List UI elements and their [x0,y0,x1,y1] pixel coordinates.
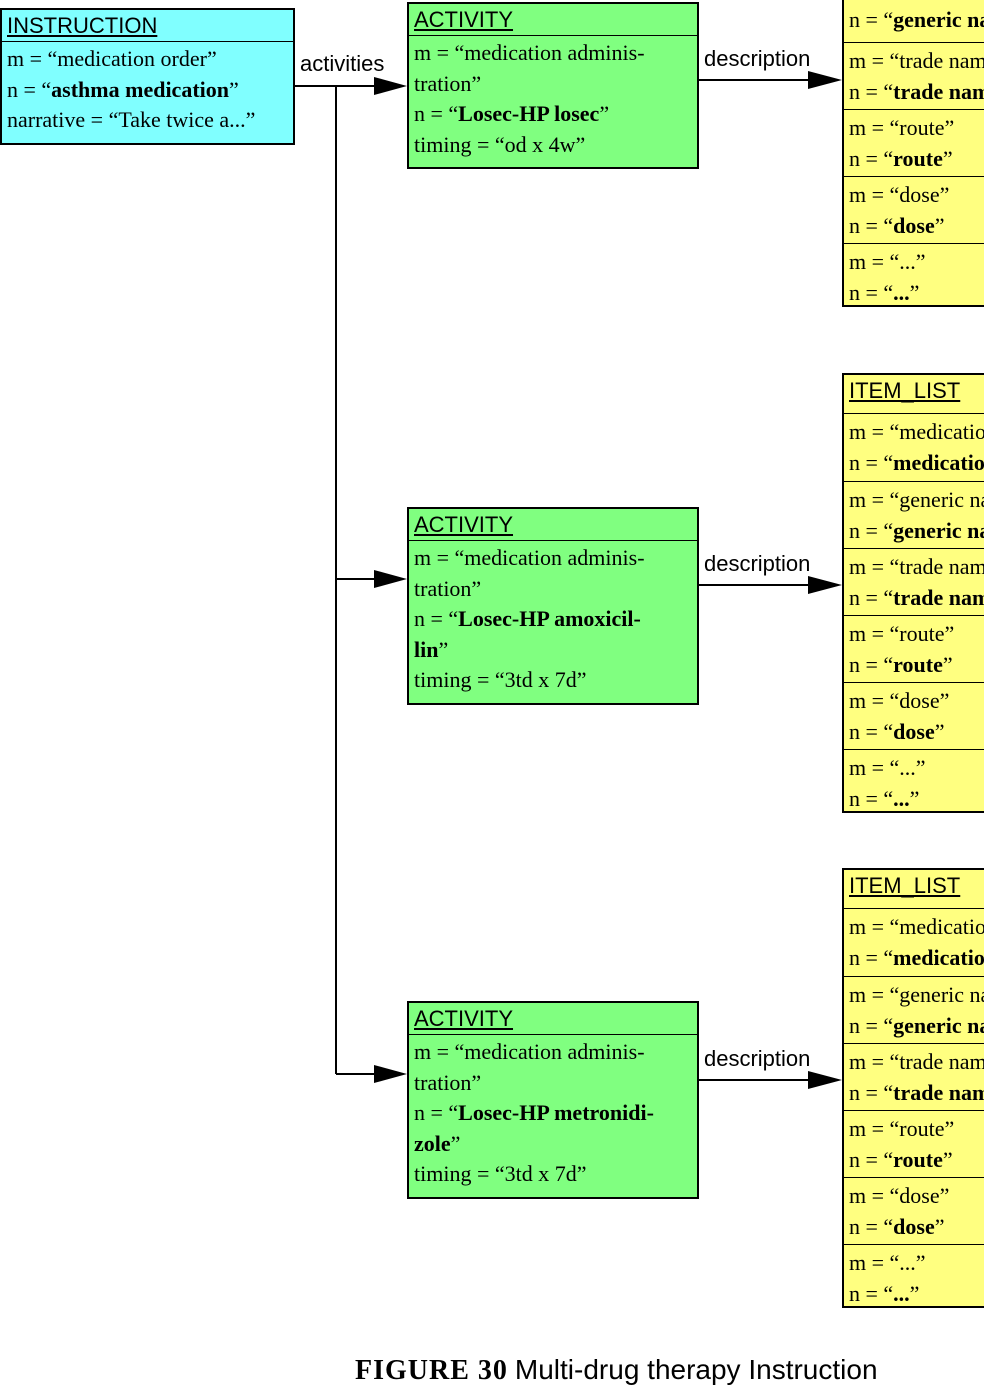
item-m: m = “generic name” [849,982,984,1007]
item-m: m = “trade name” [849,48,984,73]
item-list-row: m = “trade name” n = “trade name” [844,548,984,615]
activity-timing: timing = “3td x 7d” [414,667,587,692]
item-m: m = “...” [849,755,926,780]
item-m: m = “dose” [849,688,950,713]
item-m: m = “route” [849,621,955,646]
item-m: m = “route” [849,1116,955,1141]
activity-header: ACTIVITY [409,1003,697,1035]
item-n: n = “route” [849,146,953,171]
item-n: n = “trade name” [849,1080,984,1105]
item-list-row: n = “generic name [844,0,984,42]
item-m: m = “dose” [849,182,950,207]
item-list-row: m = “medication” n = “medication” [844,414,984,481]
item-m: m = “trade name” [849,1049,984,1074]
item-n: n = “trade name” [849,79,984,104]
activity-n-cont: lin” [414,636,449,662]
item-list-row: m = “dose” n = “dose” [844,1177,984,1244]
item-list-row: m = “trade name” n = “trade name” [844,1043,984,1110]
item-n: n = “route” [849,1147,953,1172]
figure-title: Multi-drug therapy Instruction [514,1354,878,1385]
activity-node-3: ACTIVITY m = “medication adminis- tratio… [407,1001,699,1199]
instruction-n: n = “asthma medication” [7,76,239,102]
item-list-row: m = “...” n = “...” [844,243,984,305]
activity-m-cont: tration” [414,70,482,96]
item-list-row: m = “...” n = “...” [844,749,984,811]
item-n: n = “generic name” [849,518,984,543]
description-label-3: description [704,1046,811,1071]
activity-m-cont: tration” [414,1069,482,1095]
item-n: n = “trade name” [849,585,984,610]
item-n: n = “generic name [849,7,984,32]
item-list-row: m = “route” n = “route” [844,1110,984,1177]
item-m: m = “medication” [849,419,984,444]
item-m: m = “route” [849,115,955,140]
item-m: m = “medication” [849,914,984,939]
item-n: n = “medication” [849,450,984,475]
item-list-header: ITEM_LIST [844,870,984,909]
item-list-row: m = “...” n = “...” [844,1244,984,1306]
item-list-row: m = “route” n = “route” [844,109,984,176]
item-list-node-3: ITEM_LIST m = “medication” n = “medicati… [842,868,984,1308]
activity-n: n = “Losec-HP metronidi- [414,1100,654,1125]
activity-timing: timing = “od x 4w” [414,131,586,157]
activity-m: m = “medication adminis- [414,545,645,570]
item-list-row: m = “medication” n = “medication” [844,909,984,976]
description-label-2: description [704,551,811,576]
item-list-row: m = “dose” n = “dose” [844,176,984,243]
activity-node-1: ACTIVITY m = “medication adminis- tratio… [407,2,699,169]
figure-number: FIGURE 30 [355,1355,508,1386]
item-n: n = “...” [849,1281,920,1306]
activity-m: m = “medication adminis- [414,1039,645,1064]
item-m: m = “trade name” [849,554,984,579]
instruction-narrative: narrative = “Take twice a...” [7,107,256,132]
item-n: n = “medication” [849,945,984,970]
activity-n: n = “Losec-HP amoxicil- [414,606,641,631]
item-list-node-1: n = “generic name m = “trade name” n = “… [842,0,984,307]
instruction-attributes: m = “medication order” n = “asthma medic… [2,42,293,136]
item-list-row: m = “trade name” n = “trade name” [844,42,984,109]
activities-label: activities [300,51,385,76]
activity-m-cont: tration” [414,575,482,601]
activity-m: m = “medication adminis- [414,40,645,65]
item-list-row: m = “route” n = “route” [844,615,984,682]
instruction-m: m = “medication order” [7,46,217,71]
item-list-row: m = “generic name” n = “generic name” [844,976,984,1043]
activity-attributes: m = “medication adminis- tration” n = “L… [409,36,697,160]
item-n: n = “...” [849,786,920,811]
item-m: m = “generic name” [849,487,984,512]
activity-node-2: ACTIVITY m = “medication adminis- tratio… [407,507,699,705]
instruction-header: INSTRUCTION [2,10,293,42]
item-n: n = “generic name” [849,1013,984,1038]
activity-header: ACTIVITY [409,509,697,541]
item-n: n = “...” [849,280,920,305]
activity-header: ACTIVITY [409,4,697,36]
item-list-node-2: ITEM_LIST m = “medication” n = “medicati… [842,373,984,813]
item-n: n = “dose” [849,719,945,744]
activity-n: n = “Losec-HP losec” [414,101,610,126]
item-m: m = “...” [849,1250,926,1275]
item-m: m = “...” [849,249,926,274]
item-n: n = “dose” [849,213,945,238]
figure-caption: FIGURE 30 Multi-drug therapy Instruction [355,1353,878,1388]
activity-n-cont: zole” [414,1130,461,1156]
item-n: n = “route” [849,652,953,677]
description-label-1: description [704,46,811,71]
activity-timing: timing = “3td x 7d” [414,1161,587,1186]
activity-attributes: m = “medication adminis- tration” n = “L… [409,1035,697,1190]
instruction-node: INSTRUCTION m = “medication order” n = “… [0,8,295,145]
item-list-header: ITEM_LIST [844,375,984,414]
activity-attributes: m = “medication adminis- tration” n = “L… [409,541,697,696]
item-n: n = “dose” [849,1214,945,1239]
item-list-row: m = “generic name” n = “generic name” [844,481,984,548]
item-list-row: m = “dose” n = “dose” [844,682,984,749]
item-m: m = “dose” [849,1183,950,1208]
